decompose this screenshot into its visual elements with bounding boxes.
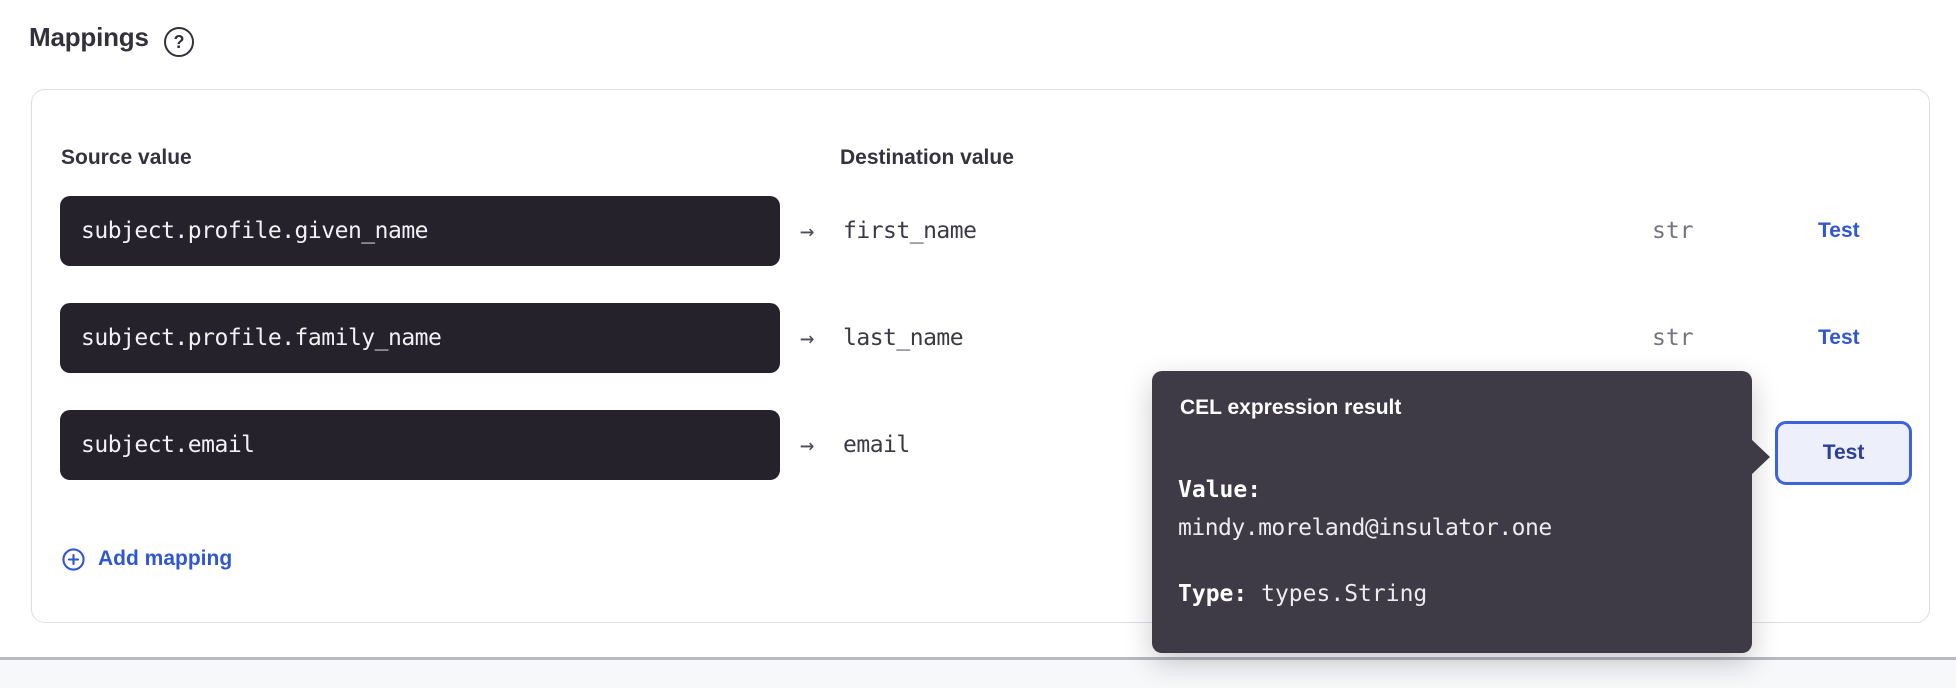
tooltip-type-value: types.String: [1261, 581, 1428, 607]
help-icon-glyph: ?: [173, 31, 185, 52]
destination-value-header: Destination value: [840, 146, 1014, 169]
arrow-right-icon: →: [800, 431, 815, 459]
cel-result-tooltip: CEL expression result Value: mindy.morel…: [1152, 371, 1770, 653]
tooltip-value: mindy.moreland@insulator.one: [1178, 515, 1552, 541]
destination-value: last_name: [843, 325, 964, 351]
help-icon[interactable]: ?: [164, 27, 194, 57]
type-badge: str: [1652, 325, 1694, 351]
plus-circle-icon: [62, 547, 85, 571]
arrow-right-icon: →: [800, 324, 815, 352]
tooltip-title: CEL expression result: [1180, 396, 1402, 419]
type-badge: str: [1652, 218, 1694, 244]
source-expression: subject.profile.given_name: [81, 218, 429, 244]
page-title: Mappings: [29, 22, 149, 52]
source-expression: subject.email: [81, 432, 255, 458]
tooltip-type-row: Type: types.String: [1178, 581, 1427, 607]
tooltip-value-label: Value:: [1178, 477, 1262, 503]
add-mapping-button[interactable]: Add mapping: [62, 547, 232, 571]
arrow-right-icon: →: [800, 217, 815, 245]
source-value-input[interactable]: subject.profile.given_name: [60, 196, 780, 266]
tooltip-pointer-icon: [1751, 439, 1770, 475]
source-value-input[interactable]: subject.email: [60, 410, 780, 480]
next-section-background: [0, 660, 1956, 688]
destination-value: first_name: [843, 218, 977, 244]
tooltip-type-label: Type:: [1178, 581, 1248, 607]
test-button[interactable]: Test: [1818, 219, 1860, 242]
test-button[interactable]: Test: [1818, 326, 1860, 349]
source-value-input[interactable]: subject.profile.family_name: [60, 303, 780, 373]
section-divider: [0, 657, 1956, 660]
source-value-header: Source value: [61, 146, 192, 169]
test-button-focused[interactable]: Test: [1775, 421, 1912, 485]
destination-value: email: [843, 432, 910, 458]
source-expression: subject.profile.family_name: [81, 325, 442, 351]
add-mapping-label: Add mapping: [98, 547, 233, 570]
